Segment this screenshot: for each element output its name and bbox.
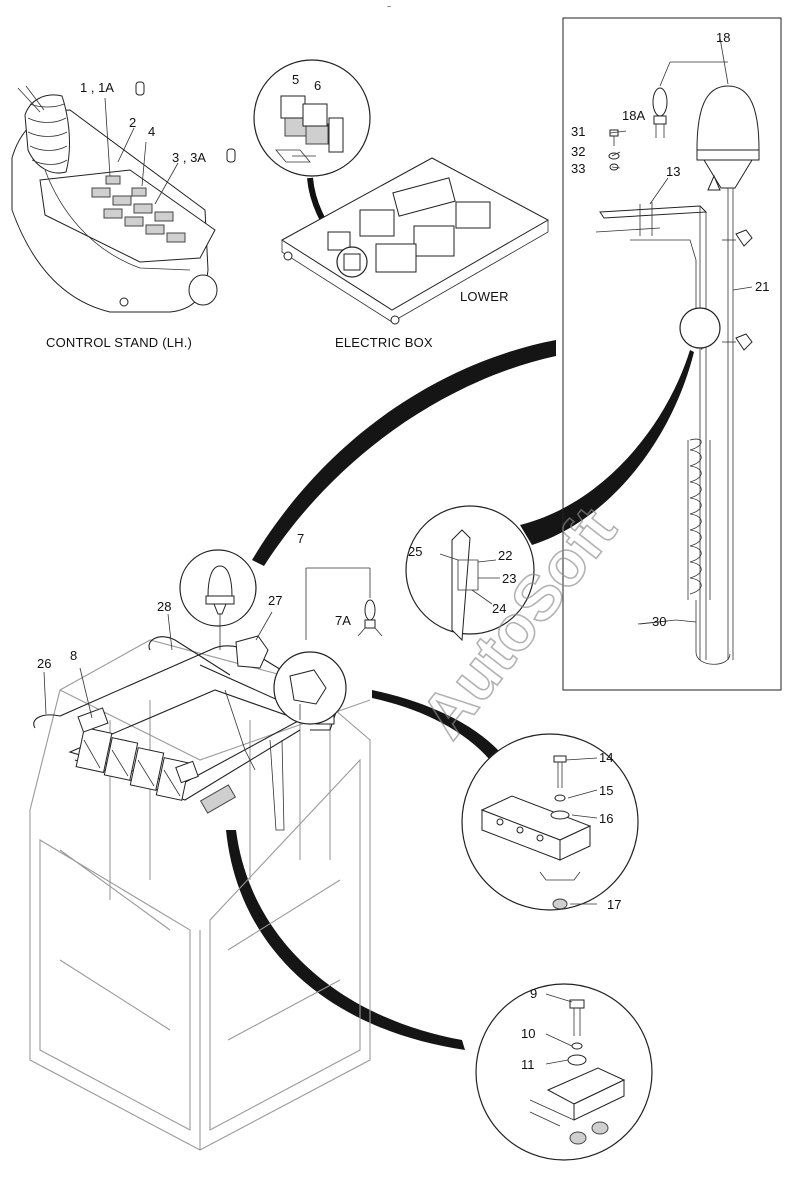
callout-23: 23 xyxy=(502,571,516,586)
caption-lower: LOWER xyxy=(460,289,509,304)
callout-numbers: 1 , 1A 2 4 3 , 3A 5 6 18 18A 31 32 33 13… xyxy=(37,30,769,1072)
worklight-detail-bubble xyxy=(273,651,347,725)
callout-7a: 7A xyxy=(335,613,351,628)
callout-18: 18 xyxy=(716,30,730,45)
callout-11: 11 xyxy=(521,1057,535,1072)
callout-14: 14 xyxy=(599,750,613,765)
callout-3-3a: 3 , 3A xyxy=(172,150,206,165)
callout-17: 17 xyxy=(607,897,621,912)
caption-control-stand: CONTROL STAND (LH.) xyxy=(46,335,192,350)
callout-25: 25 xyxy=(408,544,422,559)
callout-22: 22 xyxy=(498,548,512,563)
callout-leaders xyxy=(43,611,669,719)
callout-28: 28 xyxy=(157,599,171,614)
callout-15: 15 xyxy=(599,783,613,798)
callout-21: 21 xyxy=(755,279,769,294)
callout-4: 4 xyxy=(148,124,155,139)
mount-detail-drawing xyxy=(475,983,653,1161)
beacon-detail-bubble xyxy=(179,549,257,650)
callout-8: 8 xyxy=(70,648,77,663)
bulb-7a-drawing xyxy=(305,567,383,640)
callout-2: 2 xyxy=(129,115,136,130)
callout-30: 30 xyxy=(652,614,666,629)
electric-box-drawing xyxy=(253,59,550,325)
callout-31: 31 xyxy=(571,124,585,139)
callout-27: 27 xyxy=(268,593,282,608)
callout-9: 9 xyxy=(530,986,537,1001)
callout-33: 33 xyxy=(571,161,585,176)
callout-1-1a: 1 , 1A xyxy=(80,80,114,95)
callout-26: 26 xyxy=(37,656,51,671)
arc-to-clip-detail xyxy=(520,350,694,545)
callout-6: 6 xyxy=(314,78,321,93)
top-mark: ~ xyxy=(387,4,391,11)
bracket-detail-drawing xyxy=(461,733,639,911)
cab-drawing xyxy=(29,639,371,1151)
clip-detail-drawing xyxy=(405,505,535,642)
beacon-panel xyxy=(562,17,782,691)
caption-electric-box: ELECTRIC BOX xyxy=(335,335,433,350)
control-stand-drawing xyxy=(11,81,236,313)
callout-7: 7 xyxy=(297,531,304,546)
connector-arcs xyxy=(226,340,694,1050)
arc-to-bracket-detail xyxy=(372,690,500,760)
arc-to-mount-detail xyxy=(226,830,465,1050)
arc-to-beacon-detail xyxy=(252,340,556,566)
callout-13: 13 xyxy=(666,164,680,179)
callout-32: 32 xyxy=(571,144,585,159)
callout-24: 24 xyxy=(492,601,506,616)
callout-18a: 18A xyxy=(622,108,645,123)
callout-5: 5 xyxy=(292,72,299,87)
callout-16: 16 xyxy=(599,811,613,826)
callout-10: 10 xyxy=(521,1026,535,1041)
